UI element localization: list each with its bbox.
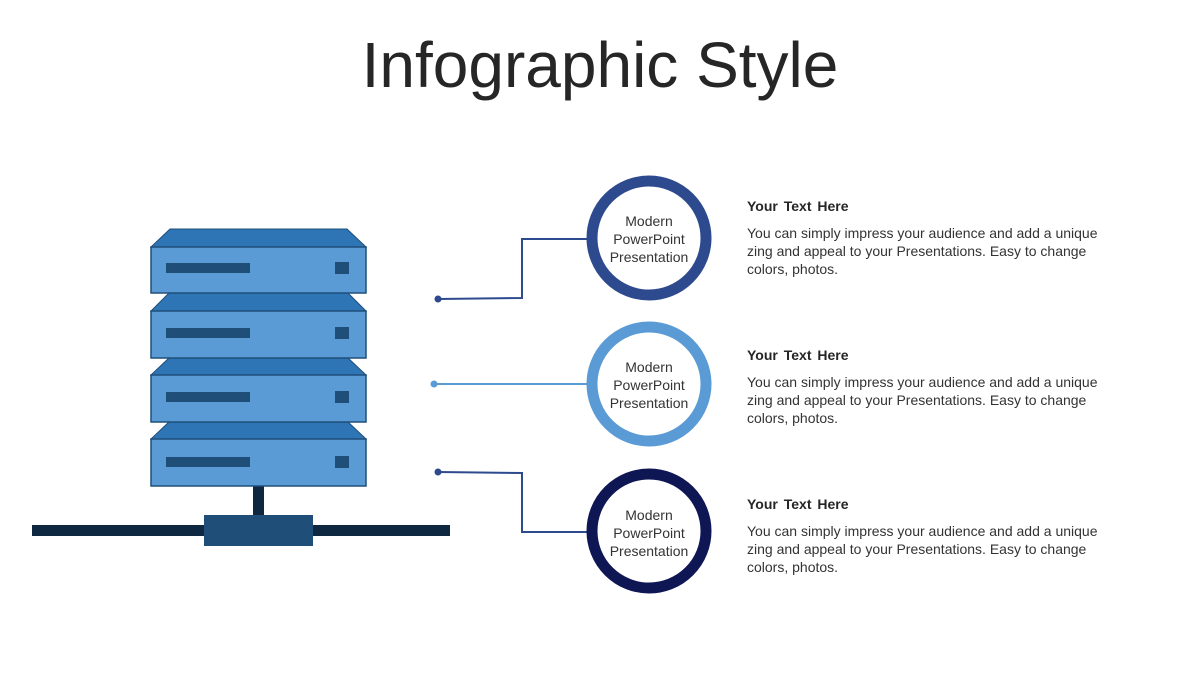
connector-1 — [437, 238, 588, 300]
circle-label-line: PowerPoint — [613, 525, 685, 541]
server-unit-2 — [149, 291, 368, 359]
circle-label-line: Modern — [625, 213, 673, 229]
circle-label-line: Presentation — [609, 395, 689, 411]
server-slot — [166, 263, 250, 273]
server-unit-1 — [149, 228, 368, 294]
info-heading: Your Text Here — [747, 347, 849, 363]
circle-label-line: Modern — [625, 507, 673, 523]
circle-label-1: Modern PowerPoint Presentation — [594, 212, 704, 266]
server-slot — [166, 328, 250, 338]
server-unit-3 — [149, 356, 368, 423]
circle-label-line: Presentation — [609, 249, 689, 265]
server-unit-4 — [149, 420, 368, 487]
info-body: You can simply impress your audience and… — [747, 225, 1098, 277]
circle-label-line: PowerPoint — [613, 231, 685, 247]
circle-label-3: Modern PowerPoint Presentation — [594, 506, 704, 560]
connector-dot-3 — [434, 468, 442, 476]
info-block-2: Your Text Here You can simply impress yo… — [747, 347, 1117, 427]
slide-title: Infographic Style — [361, 29, 839, 101]
connector-dot-1 — [434, 295, 442, 303]
server-led — [335, 456, 349, 468]
network-switch — [204, 515, 313, 546]
server-led — [335, 327, 349, 339]
connector-dot-2 — [430, 380, 438, 388]
circle-label-line: Modern — [625, 359, 673, 375]
info-block-3: Your Text Here You can simply impress yo… — [747, 496, 1117, 576]
ring-2 — [586, 321, 712, 447]
info-block-1: Your Text Here You can simply impress yo… — [747, 198, 1117, 278]
ring-3 — [586, 468, 712, 594]
info-body: You can simply impress your audience and… — [747, 374, 1098, 426]
info-body: You can simply impress your audience and… — [747, 523, 1098, 575]
connector-3 — [437, 471, 588, 533]
ring-1 — [586, 175, 712, 301]
circle-label-2: Modern PowerPoint Presentation — [594, 358, 704, 412]
info-heading: Your Text Here — [747, 198, 849, 214]
server-slot — [166, 392, 250, 402]
server-led — [335, 391, 349, 403]
circle-label-line: Presentation — [609, 543, 689, 559]
server-stand — [253, 484, 264, 526]
info-heading: Your Text Here — [747, 496, 849, 512]
circle-label-line: PowerPoint — [613, 377, 685, 393]
server-led — [335, 262, 349, 274]
server-slot — [166, 457, 250, 467]
